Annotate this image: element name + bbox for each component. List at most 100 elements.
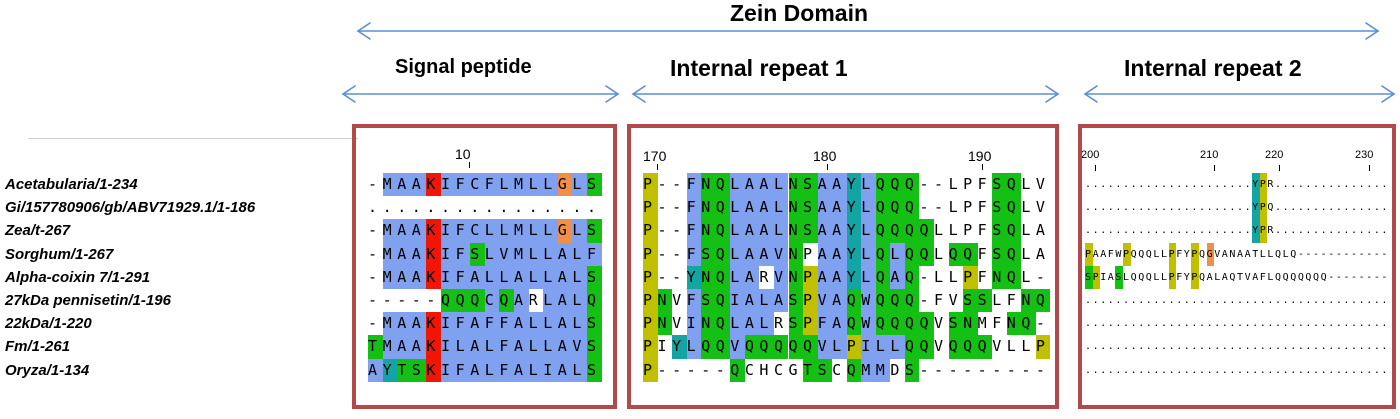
residue-highlight — [759, 312, 774, 336]
residue-highlight — [919, 335, 934, 359]
residue-highlight — [832, 173, 847, 197]
residue-highlight — [382, 173, 398, 197]
residue-highlight — [963, 242, 978, 266]
residue-highlight — [484, 242, 500, 266]
sequence-row: ......................YPR............... — [1085, 225, 1390, 237]
sequence-row: P--FNQLAALNSAAYLQQQ--LPFSQLV — [643, 175, 1051, 193]
header-divider — [28, 138, 358, 139]
residue-highlight — [773, 289, 789, 313]
sequence-row: -----QQQCQARLALQ — [368, 291, 602, 309]
residue-highlight — [572, 173, 587, 197]
residue-highlight — [397, 242, 412, 266]
residue-highlight — [875, 358, 891, 382]
residue-highlight — [744, 173, 760, 197]
residue-highlight — [528, 242, 544, 266]
sequence-row: ................ — [368, 198, 602, 217]
residue-highlight — [890, 196, 905, 220]
residue-highlight — [643, 219, 658, 243]
residue-highlight — [803, 173, 818, 197]
residue-highlight — [470, 358, 485, 382]
residue-highlight — [832, 335, 847, 359]
residue-highlight — [788, 196, 804, 220]
residue-highlight — [1035, 289, 1051, 313]
residue-highlight — [528, 173, 544, 197]
sequence-row: P--FNQLAALNSAAYLQQQ--LPFSQLV — [643, 198, 1051, 217]
residue-highlight — [861, 358, 876, 382]
residue-highlight — [643, 196, 658, 220]
residue-highlight — [455, 289, 471, 313]
residue-highlight — [1259, 173, 1268, 197]
residue-highlight — [744, 196, 760, 220]
ruler-label: 190 — [968, 148, 992, 164]
residue-highlight — [1206, 242, 1215, 266]
sequence-name: Alpha-coixin 7/1-291 — [5, 268, 151, 286]
residue-highlight — [587, 312, 602, 336]
sequence-row: P-----QCHCGTSCQMMDS--------- — [643, 360, 1051, 379]
sequence-row: PNVFSQIALASPVAQWQQQ-FVSSLFNQ — [643, 291, 1051, 309]
residue-highlight — [572, 358, 587, 382]
residue-highlight — [686, 219, 702, 243]
residue-highlight — [875, 196, 891, 220]
residue-highlight — [643, 173, 658, 197]
residue-highlight — [672, 335, 687, 359]
sequence-row: ........................................ — [1085, 341, 1390, 353]
residue-highlight — [861, 335, 876, 359]
residue-highlight — [701, 173, 716, 197]
residue-highlight — [1252, 173, 1260, 197]
residue-highlight — [455, 312, 471, 336]
residue-highlight — [744, 312, 760, 336]
residue-highlight — [715, 173, 731, 197]
residue-highlight — [832, 289, 847, 313]
residue-highlight — [484, 335, 500, 359]
residue-highlight — [499, 173, 514, 197]
sequence-name: 22kDa/1-220 — [5, 315, 92, 333]
residue-highlight — [411, 312, 427, 336]
internal-repeat-1-box — [627, 124, 1059, 409]
residue-highlight — [832, 242, 847, 266]
residue-highlight — [397, 358, 412, 382]
residue-highlight — [730, 265, 745, 289]
sequence-row: PIYLQQVQQQQQVLPILLQQVQQQVLLP — [643, 337, 1051, 356]
residue-highlight — [643, 265, 658, 289]
residue-highlight — [788, 312, 804, 336]
sequence-name: Sorghum/1-267 — [5, 245, 114, 263]
residue-highlight — [397, 173, 412, 197]
residue-highlight — [455, 265, 471, 289]
residue-highlight — [788, 335, 804, 359]
residue-highlight — [730, 358, 745, 382]
residue-highlight — [730, 219, 745, 243]
residue-highlight — [643, 335, 658, 359]
residue-highlight — [788, 219, 804, 243]
residue-highlight — [715, 196, 731, 220]
residue-highlight — [426, 358, 441, 382]
residue-highlight — [963, 335, 978, 359]
residue-highlight — [861, 312, 876, 336]
residue-highlight — [744, 242, 760, 266]
signal-peptide-box — [352, 124, 617, 409]
residue-highlight — [773, 173, 789, 197]
residue-highlight — [528, 312, 544, 336]
residue-highlight — [803, 335, 818, 359]
residue-highlight — [499, 312, 514, 336]
residue-highlight — [397, 219, 412, 243]
residue-highlight — [919, 312, 934, 336]
residue-highlight — [803, 312, 818, 336]
residue-highlight — [1085, 242, 1093, 266]
residue-highlight — [701, 312, 716, 336]
residue-highlight — [514, 265, 529, 289]
residue-highlight — [686, 265, 702, 289]
residue-highlight — [875, 335, 891, 359]
residue-highlight — [963, 312, 978, 336]
residue-highlight — [426, 265, 441, 289]
residue-highlight — [861, 242, 876, 266]
ruler-tick — [1214, 165, 1215, 171]
residue-highlight — [587, 173, 602, 197]
residue-highlight — [426, 335, 441, 359]
residue-highlight — [686, 196, 702, 220]
residue-highlight — [1006, 173, 1022, 197]
residue-highlight — [803, 219, 818, 243]
sequence-row: ........................................ — [1085, 364, 1390, 376]
residue-highlight — [759, 196, 774, 220]
sequence-row: PAAFWPQQQLLPFYPQGVANAATLLQLQ------------ — [1085, 248, 1390, 260]
